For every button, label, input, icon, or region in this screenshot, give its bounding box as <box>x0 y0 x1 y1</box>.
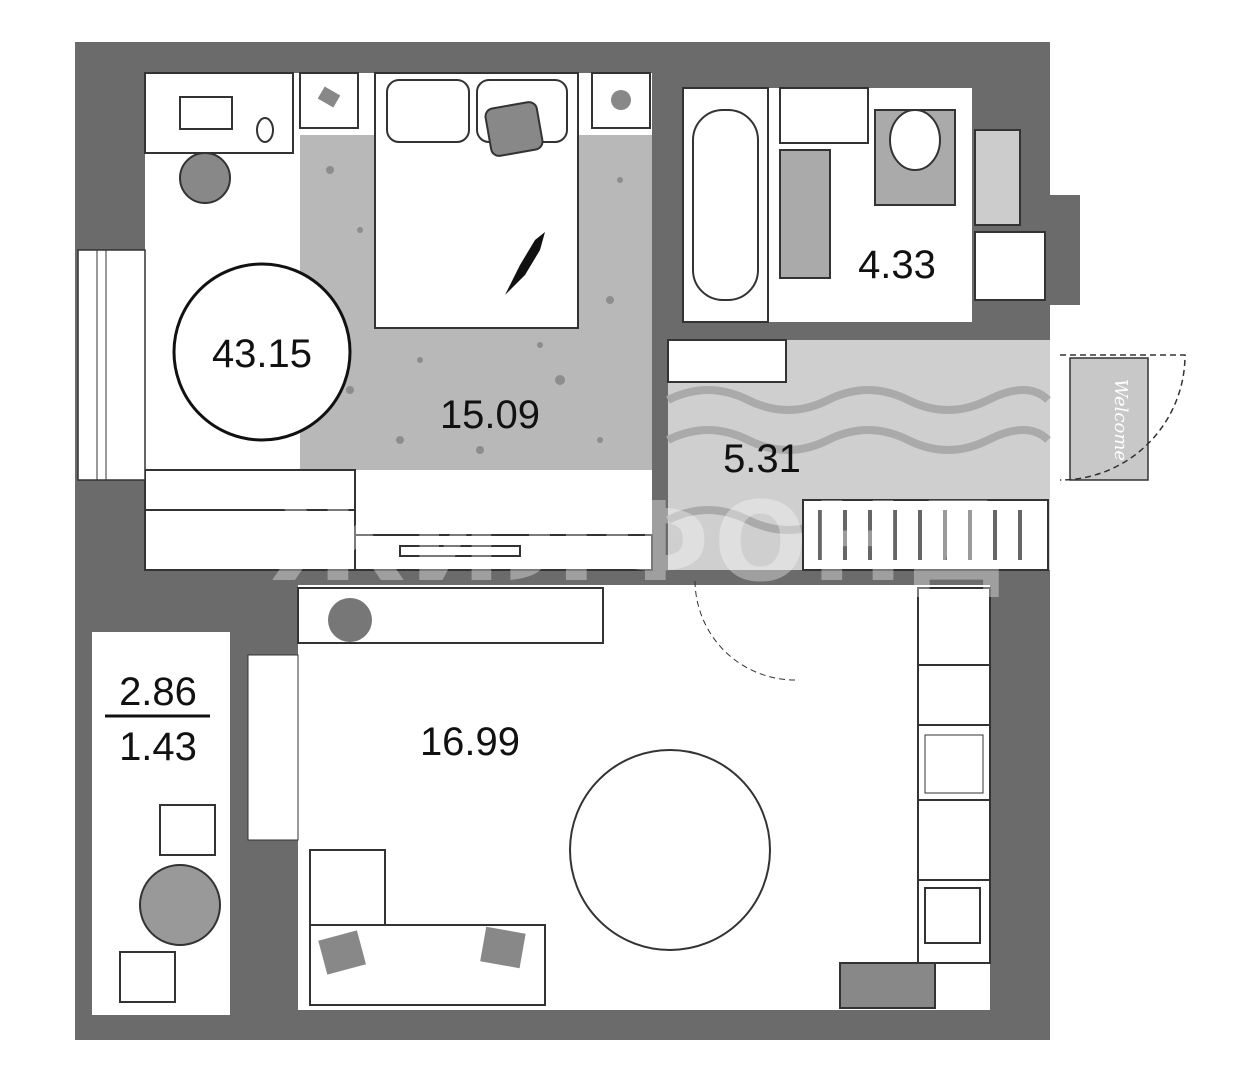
bathroom-area-label: 4.33 <box>858 243 936 287</box>
bath-mat <box>779 149 831 279</box>
chair-icon <box>179 152 231 204</box>
laptop-icon <box>179 96 233 130</box>
total-area-circle <box>172 262 352 442</box>
doormat-text: Welcome <box>1110 379 1131 461</box>
balcony-table <box>139 864 221 946</box>
living-door[interactable] <box>694 579 796 681</box>
doormat <box>1069 357 1149 481</box>
radiator <box>974 231 1046 301</box>
shoe-shelf <box>144 469 356 571</box>
living-kitchen-area-label: 16.99 <box>420 720 520 764</box>
balcony-window <box>247 654 299 841</box>
watermark: ЖИЛФОНД <box>271 478 1010 606</box>
washing-machine <box>974 129 1021 226</box>
stove <box>924 734 984 794</box>
mouse-icon <box>256 117 274 143</box>
balcony-area-reduced: 1.43 <box>119 725 197 769</box>
dining-table <box>569 749 771 951</box>
cat-icon <box>505 232 545 295</box>
hallway-area-label: 5.31 <box>723 437 801 481</box>
kitchen-sink <box>924 887 981 944</box>
total-area-label: 43.15 <box>212 332 312 376</box>
shoe-rack <box>667 339 787 383</box>
entrance-door[interactable] <box>1059 354 1186 481</box>
sink <box>779 87 869 144</box>
pillow <box>386 79 470 143</box>
bedroom-area-label: 15.09 <box>440 393 540 437</box>
balcony-chair <box>119 951 176 1003</box>
window <box>77 249 146 481</box>
toilet <box>889 109 941 171</box>
plant-icon <box>328 598 372 642</box>
plant-icon <box>611 90 631 110</box>
hangers <box>818 510 1022 560</box>
balcony-area-full: 2.86 <box>119 670 197 714</box>
tv <box>399 545 521 557</box>
balcony-chair <box>159 804 216 856</box>
fridge <box>839 962 936 1009</box>
